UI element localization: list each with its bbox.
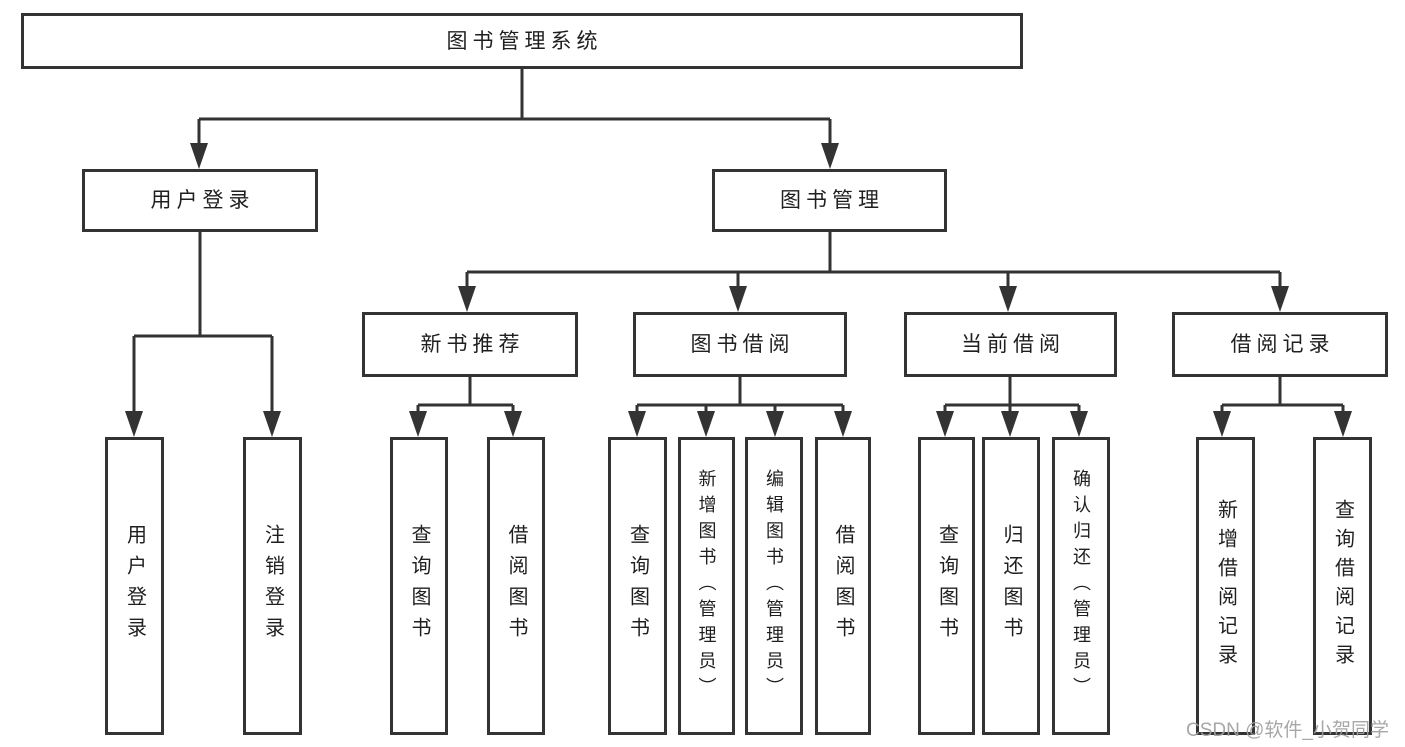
node-book-borrow: 图书借阅 [633, 312, 847, 377]
leaf-label: 编辑图书（管理员） [764, 469, 784, 703]
leaf-user-login: 用户登录 [105, 437, 164, 735]
arrowhead [409, 411, 427, 437]
arrowhead [125, 411, 143, 437]
leaf-label: 查询图书 [626, 524, 649, 648]
leaf-label: 用户登录 [123, 524, 146, 648]
arrowhead [1213, 411, 1231, 437]
leaf-logout: 注销登录 [243, 437, 302, 735]
leaf-borrow-edit-books-admin: 编辑图书（管理员） [745, 437, 803, 735]
leaf-label: 借阅图书 [832, 524, 854, 648]
arrowhead [1334, 411, 1352, 437]
arrowhead [697, 411, 715, 437]
leaf-label: 查询图书 [408, 524, 430, 648]
leaf-label: 查询图书 [935, 524, 958, 648]
node-book-management: 图书管理 [712, 169, 947, 232]
node-current-borrow: 当前借阅 [904, 312, 1117, 377]
leaf-borrow-add-books-admin: 新增图书（管理员） [678, 437, 735, 735]
arrowhead [1001, 411, 1019, 437]
csdn-watermark: CSDN @软件_小贺同学 [1186, 720, 1389, 741]
leaf-borrow-borrow-books: 借阅图书 [815, 437, 871, 735]
leaf-recommend-borrow-books: 借阅图书 [487, 437, 545, 735]
arrowhead [263, 411, 281, 437]
arrowhead [628, 411, 646, 437]
leaf-label: 借阅图书 [505, 524, 527, 648]
leaf-records-query-record: 查询借阅记录 [1313, 437, 1372, 735]
leaf-label: 注销登录 [261, 524, 284, 648]
leaf-label: 新增图书（管理员） [696, 469, 717, 703]
arrowhead [999, 286, 1017, 312]
leaf-label: 查询借阅记录 [1331, 499, 1354, 673]
leaf-current-query-books: 查询图书 [918, 437, 975, 735]
arrowhead [936, 411, 954, 437]
leaf-label: 确认归还（管理员） [1071, 469, 1091, 703]
arrowhead [1271, 286, 1289, 312]
arrowhead [504, 411, 522, 437]
node-borrow-records: 借阅记录 [1172, 312, 1388, 377]
node-new-book-recommend: 新书推荐 [362, 312, 578, 377]
arrowhead [458, 286, 476, 312]
arrowhead [1070, 411, 1088, 437]
node-library-system: 图书管理系统 [21, 13, 1023, 69]
leaf-borrow-query-books: 查询图书 [608, 437, 667, 735]
arrowhead [190, 143, 208, 169]
leaf-current-return-books: 归还图书 [982, 437, 1040, 735]
arrowhead [766, 411, 784, 437]
leaf-recommend-query-books: 查询图书 [390, 437, 448, 735]
leaf-label: 新增借阅记录 [1214, 499, 1237, 673]
arrowhead [821, 143, 839, 169]
arrowhead [729, 286, 747, 312]
node-user-login: 用户登录 [82, 169, 318, 232]
leaf-records-add-record: 新增借阅记录 [1196, 437, 1255, 735]
arrowhead [834, 411, 852, 437]
leaf-current-confirm-return-admin: 确认归还（管理员） [1052, 437, 1110, 735]
leaf-label: 归还图书 [1000, 524, 1022, 648]
